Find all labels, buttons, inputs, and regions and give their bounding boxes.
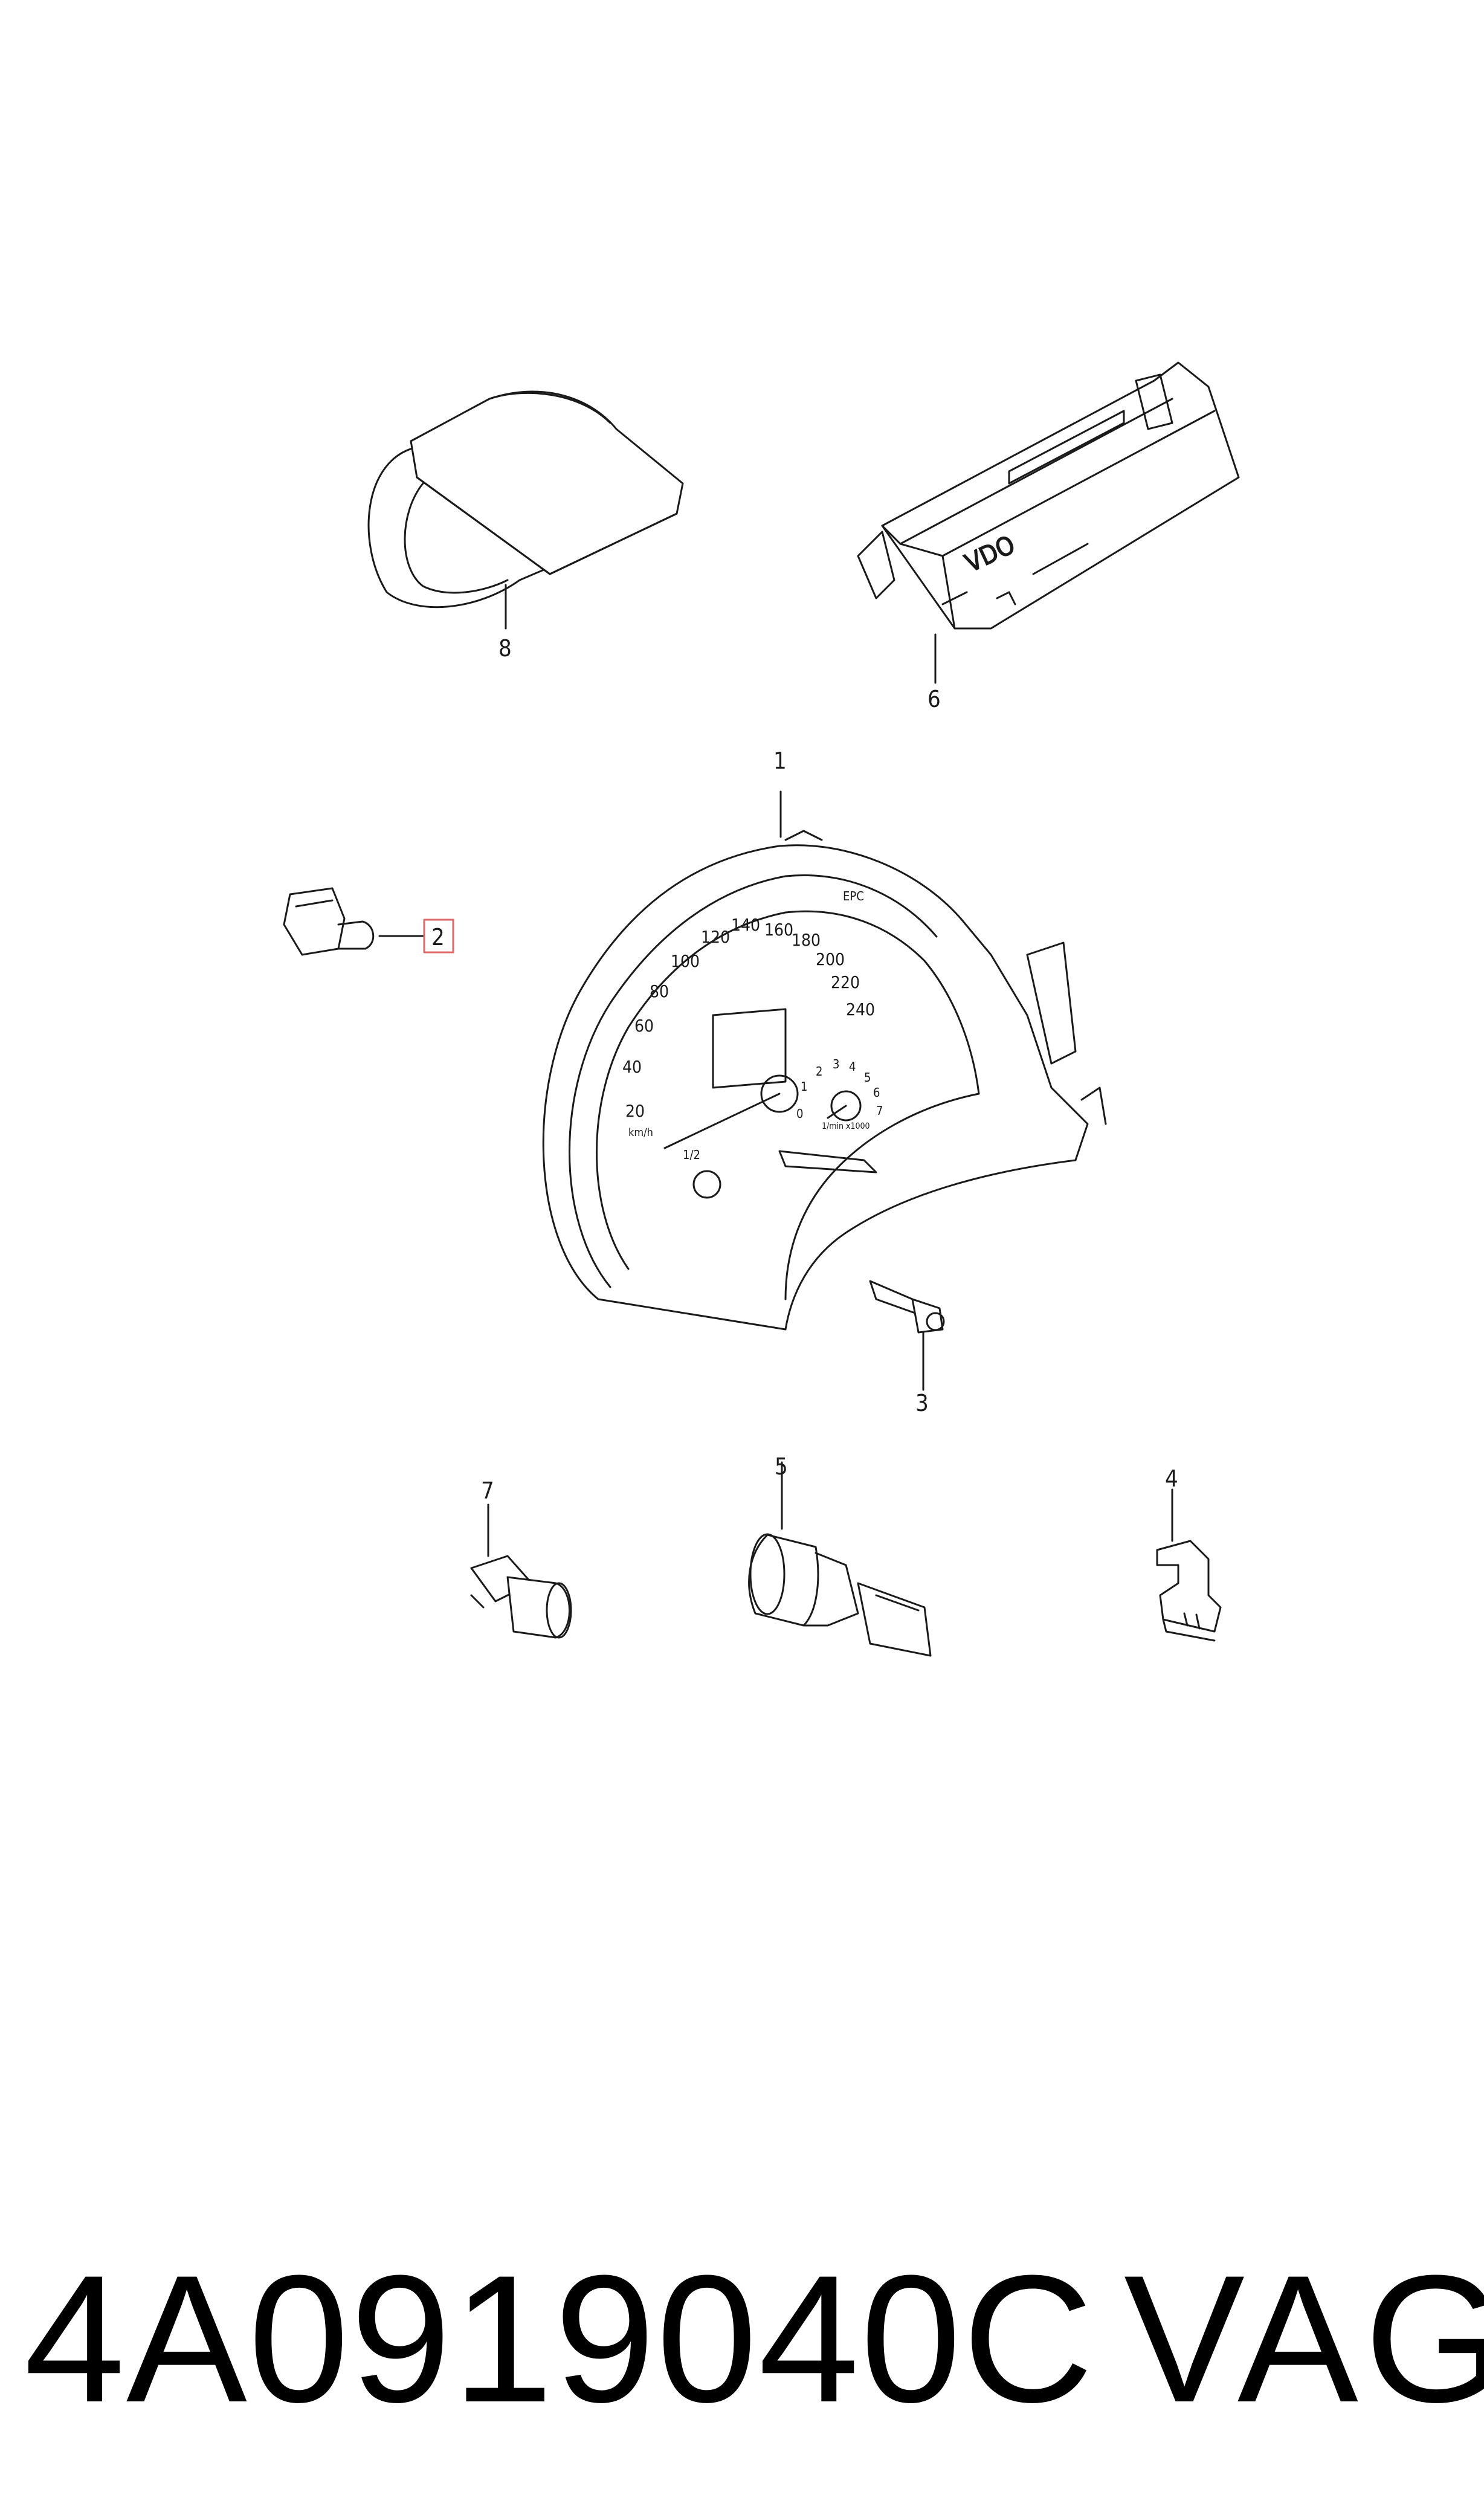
speedometer-hub: [760, 1074, 799, 1113]
exploded-parts-diagram: 20 40 60 80 100 120 140 160 180 200 220 …: [283, 361, 1240, 1657]
tachometer-hub: [830, 1090, 862, 1122]
part-number: 4A0919040C: [24, 2237, 1095, 2440]
speed-tick-4: 100: [671, 951, 700, 971]
rpm-tick-3: 3: [833, 1057, 839, 1071]
speed-tick-8: 180: [792, 930, 821, 950]
rpm-tick-4: 4: [849, 1059, 856, 1074]
rpm-unit: 1/min x1000: [822, 1122, 870, 1131]
rpm-tick-1: 1: [801, 1079, 807, 1094]
callout-1: 1: [773, 747, 787, 774]
callout-6: 6: [928, 686, 941, 712]
callout-7: 7: [481, 1477, 494, 1504]
part-3-screw[interactable]: [869, 1280, 945, 1334]
part-1-instrument-cluster[interactable]: [542, 830, 1107, 1331]
part-5-sensor[interactable]: [748, 1533, 932, 1657]
highlight-box-2: [423, 918, 454, 954]
callout-3: 3: [915, 1390, 929, 1416]
part-caption: 4A0919040C VAG: [0, 2224, 1484, 2453]
part-8-cover[interactable]: [367, 390, 684, 609]
speed-tick-11: 240: [846, 999, 875, 1019]
speedometer-scale: 20 40 60 80 100 120 140 160 180 200 220 …: [622, 889, 875, 1162]
speed-tick-7: 160: [764, 920, 793, 940]
part-2-bulb-holder[interactable]: [283, 887, 375, 956]
speed-tick-0: 20: [625, 1101, 645, 1121]
rpm-tick-7: 7: [876, 1103, 883, 1118]
part-4-clip[interactable]: [1156, 1540, 1222, 1642]
callout-2: 2: [431, 924, 445, 951]
fuel-label: 1/2: [683, 1148, 700, 1162]
speed-unit: km/h: [628, 1126, 653, 1139]
speed-tick-2: 60: [634, 1016, 654, 1036]
brand-name: VAG: [1124, 2237, 1484, 2440]
speed-tick-3: 80: [650, 981, 669, 1001]
cluster-display: [712, 1008, 787, 1089]
speed-tick-6: 140: [731, 915, 760, 935]
speed-tick-5: 120: [701, 927, 730, 947]
speed-needle: [663, 1093, 781, 1149]
speed-tick-10: 220: [831, 972, 860, 992]
speed-tick-1: 40: [622, 1057, 642, 1077]
part-7-bulb-socket[interactable]: [470, 1555, 572, 1639]
fuel-gauge-hub: [692, 1170, 721, 1199]
speed-tick-9: 200: [816, 949, 845, 969]
callout-5: 5: [775, 1453, 788, 1480]
callout-4: 4: [1165, 1465, 1178, 1492]
rpm-tick-0: 0: [796, 1106, 803, 1121]
callout-8: 8: [498, 635, 512, 662]
rpm-tick-2: 2: [816, 1064, 822, 1079]
part-6-control-module[interactable]: [857, 361, 1240, 630]
rpm-tick-5: 5: [864, 1070, 871, 1085]
rpm-tick-6: 6: [873, 1085, 880, 1100]
epc-label: EPC: [843, 889, 864, 903]
tachometer-scale: 0 1 2 3 4 5 6 7 1/min x1000: [796, 1057, 883, 1131]
